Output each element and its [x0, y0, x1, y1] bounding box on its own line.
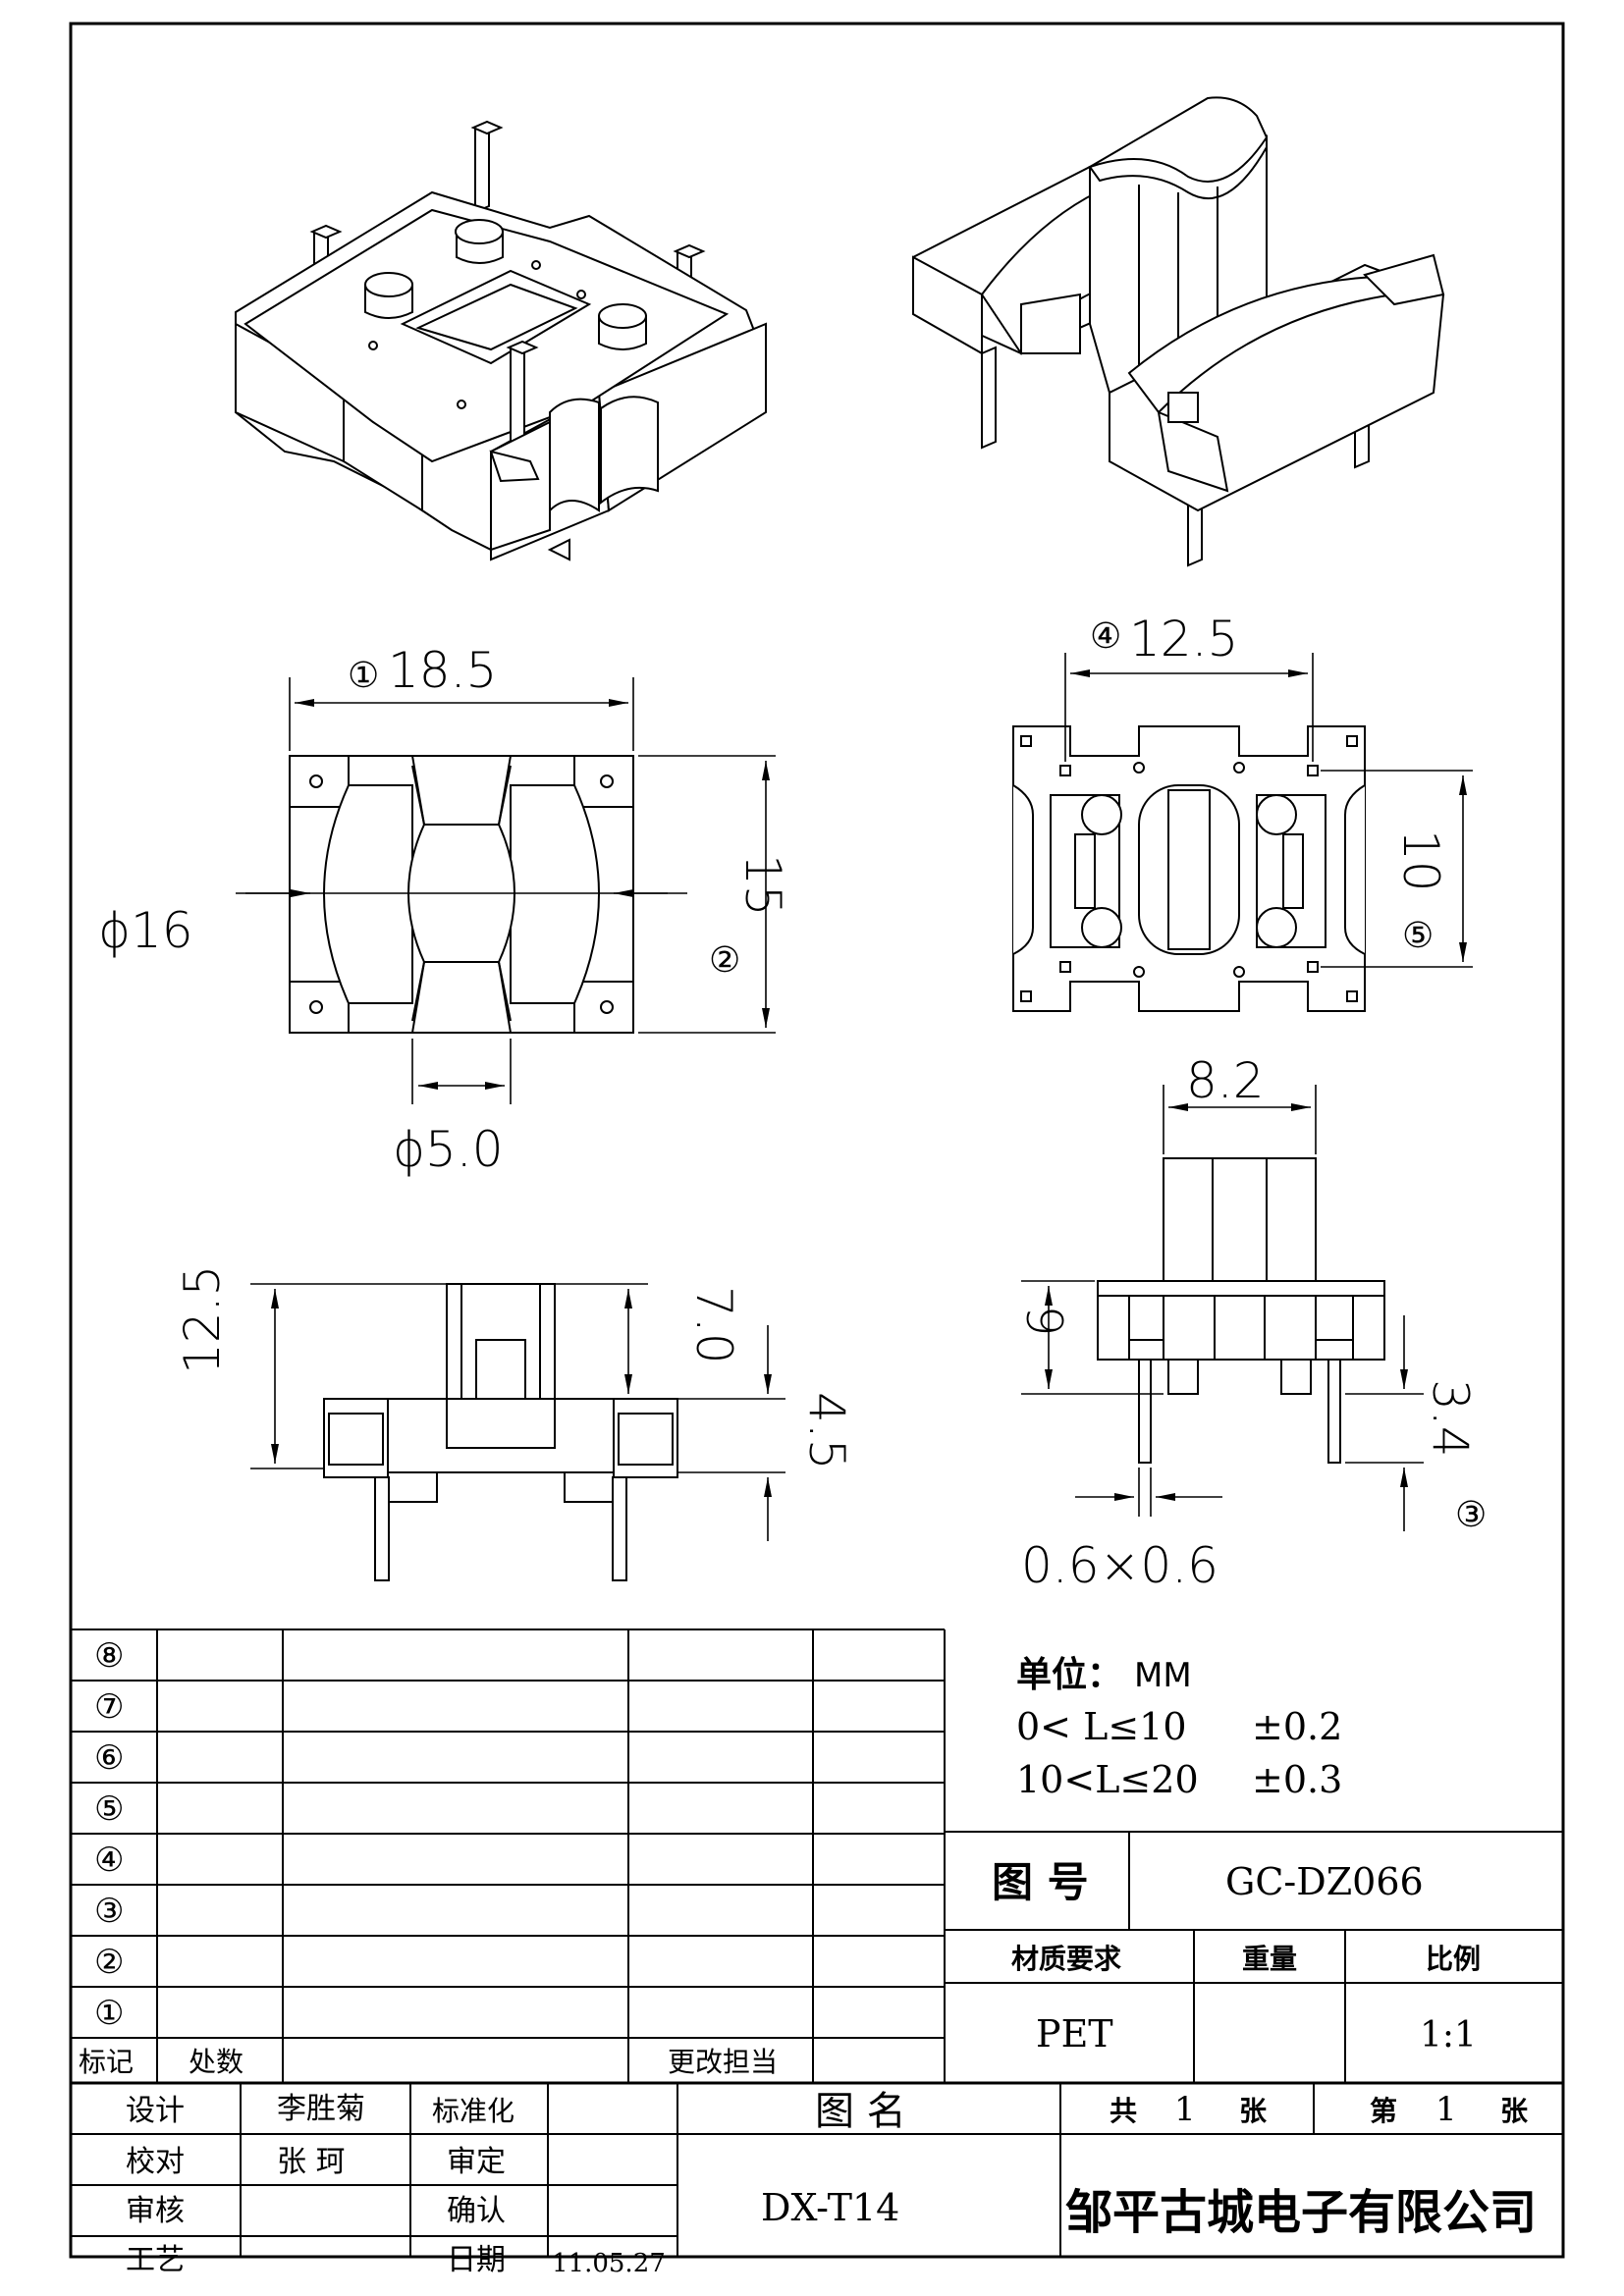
dim-4-number: ④ [1090, 616, 1121, 657]
dim-1-number: ① [348, 656, 379, 696]
tolerance-note: 单位： MM 0< L≤10 ±0.2 10<L≤20 ±0.3 [1016, 1655, 1342, 1801]
weight-header: 重量 [1242, 1943, 1297, 1975]
process-label: 工艺 [126, 2243, 185, 2277]
bottom-view-dimensions [1065, 653, 1473, 967]
revision-row-8: ⑧ [94, 1636, 124, 1676]
tolerance-value-1: ±0.2 [1252, 1705, 1342, 1748]
dim-pin: 0.6×0.6 [1021, 1537, 1218, 1594]
dim-5-value: 10 [1392, 829, 1449, 892]
unit-label: 单位： [1016, 1655, 1122, 1695]
revision-footer-place: 处数 [189, 2046, 244, 2078]
top-view [245, 756, 668, 1033]
revision-row-6: ⑥ [94, 1738, 124, 1778]
confirm-label: 确认 [447, 2194, 506, 2228]
sheets-total-pre: 共 [1110, 2095, 1137, 2127]
drawing-name-value: DX-T14 [761, 2186, 899, 2229]
check-label: 校对 [126, 2145, 185, 2179]
dim-3-number: ③ [1455, 1495, 1487, 1535]
revision-footer-person: 更改担当 [668, 2046, 778, 2078]
top-view-dimensions [236, 677, 776, 1104]
front-view [324, 1284, 677, 1580]
approve-label: 审定 [447, 2145, 506, 2179]
design-name: 李胜菊 [277, 2092, 365, 2126]
sheet-border [71, 24, 1563, 2257]
dim-h45: 4.5 [798, 1392, 855, 1470]
title-block [945, 1832, 1563, 2083]
dim-h6: 6 [1018, 1306, 1075, 1337]
dim-5-number: ⑤ [1402, 916, 1434, 956]
standard-label: 标准化 [432, 2095, 514, 2127]
tolerance-value-2: ±0.3 [1252, 1758, 1342, 1801]
signoff-block [71, 2083, 1563, 2257]
sheets-total: 1 [1174, 2090, 1196, 2129]
sheets-index: 1 [1435, 2090, 1457, 2129]
material-value: PET [1036, 2012, 1113, 2056]
revision-row-3: ③ [94, 1892, 124, 1931]
company-name: 邹平古城电子有限公司 [1065, 2185, 1537, 2240]
dim-h125: 12.5 [174, 1265, 231, 1374]
revision-row-2: ② [94, 1943, 124, 1982]
revision-row-1: ① [94, 1994, 124, 2033]
front-view-dimensions [250, 1284, 785, 1541]
check-name: 张 珂 [277, 2145, 346, 2179]
dim-w82: 8.2 [1186, 1052, 1265, 1109]
date-label: 日期 [447, 2243, 506, 2277]
side-view [1098, 1158, 1384, 1463]
review-label: 审核 [126, 2194, 185, 2228]
dim-3-value: 3.4 [1422, 1379, 1479, 1458]
sheets-index-post: 张 [1500, 2095, 1528, 2127]
date-value: 11.05.27 [552, 2249, 666, 2278]
isometric-view-top [236, 122, 766, 560]
dim-h70: 7.0 [685, 1286, 742, 1364]
dim-4-value: 12.5 [1129, 611, 1238, 667]
dim-1-value: 18.5 [388, 642, 497, 699]
isometric-view-bottom [913, 97, 1443, 565]
drawing-no-value: GC-DZ066 [1225, 1860, 1424, 1903]
scale-value: 1:1 [1420, 2015, 1477, 2056]
bottom-view [1013, 726, 1365, 1011]
drawing-no-label: 图 号 [992, 1858, 1089, 1906]
sheets-index-pre: 第 [1370, 2095, 1397, 2127]
revision-footer-mark: 标记 [79, 2046, 134, 2078]
side-view-dimensions [1021, 1085, 1424, 1531]
dim-2-number: ② [709, 940, 740, 981]
dim-2-value: 15 [734, 854, 791, 917]
tolerance-range-1: 0< L≤10 [1016, 1705, 1187, 1748]
drawing-name-label: 图 名 [815, 2089, 906, 2134]
revision-row-numbers: ⑧ ⑦ ⑥ ⑤ ④ ③ ② ① 标记 处数 更改担当 [79, 1636, 778, 2078]
design-label: 设计 [126, 2094, 185, 2128]
revision-row-4: ④ [94, 1841, 124, 1880]
sheets-total-post: 张 [1239, 2095, 1267, 2127]
revision-table [71, 1629, 1563, 2083]
unit-value: MM [1134, 1656, 1192, 1695]
material-header: 材质要求 [1011, 1943, 1121, 1975]
revision-row-7: ⑦ [94, 1687, 124, 1727]
scale-header: 比例 [1426, 1943, 1481, 1975]
dim-phi5: ϕ5.0 [393, 1121, 504, 1178]
revision-row-5: ⑤ [94, 1789, 124, 1829]
dim-phi16: ϕ16 [98, 902, 193, 959]
tolerance-range-2: 10<L≤20 [1016, 1758, 1199, 1801]
